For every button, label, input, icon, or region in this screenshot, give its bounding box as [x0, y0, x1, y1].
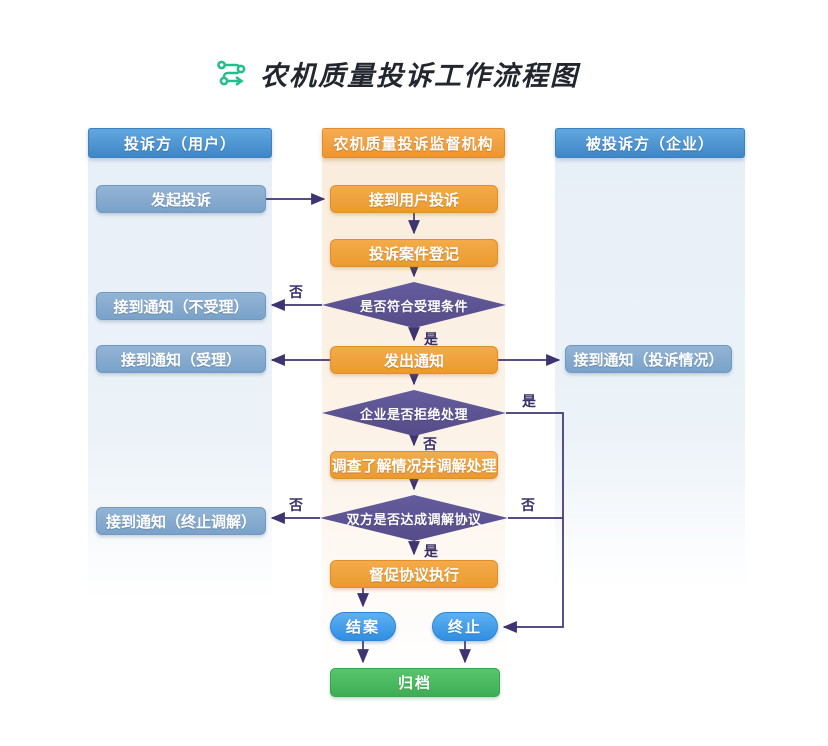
edge-label-refuse-no: 否: [423, 436, 437, 452]
node-archive: 归档: [330, 668, 500, 697]
workflow-icon: [217, 60, 246, 85]
node-notice-accepted: 接到通知（受理）: [96, 345, 266, 373]
node-initiate-complaint: 发起投诉: [96, 185, 266, 213]
node-receive-complaint: 接到用户投诉: [330, 185, 498, 213]
node-register-case: 投诉案件登记: [330, 239, 498, 267]
page-title-block: 农机质量投诉工作流程图: [216, 54, 579, 93]
page-title: 农机质量投诉工作流程图: [260, 61, 579, 91]
header-respondent: 被投诉方（企业）: [555, 128, 745, 158]
terminal-close-case: 结案: [330, 612, 396, 641]
node-investigate-mediate: 调查了解情况并调解处理: [330, 451, 498, 479]
edge-label-agree-no-right: 否: [521, 497, 535, 513]
node-notice-rejected: 接到通知（不受理）: [96, 292, 266, 320]
edge-label-accept-no: 否: [289, 284, 303, 300]
node-supervise-agreement: 督促协议执行: [330, 560, 498, 588]
node-notice-complaint-info: 接到通知（投诉情况）: [565, 345, 732, 373]
edge-label-agree-no-left: 否: [289, 497, 303, 513]
edge-label-agree-yes: 是: [424, 543, 438, 559]
header-complainant: 投诉方（用户）: [88, 128, 272, 158]
edge-label-refuse-yes: 是: [522, 393, 536, 409]
terminal-terminate: 终止: [432, 612, 498, 641]
node-notice-mediation-terminated: 接到通知（终止调解）: [96, 507, 266, 535]
node-issue-notice: 发出通知: [330, 346, 498, 374]
edge-label-accept-yes: 是: [424, 331, 438, 347]
header-supervisor: 农机质量投诉监督机构: [322, 128, 505, 158]
